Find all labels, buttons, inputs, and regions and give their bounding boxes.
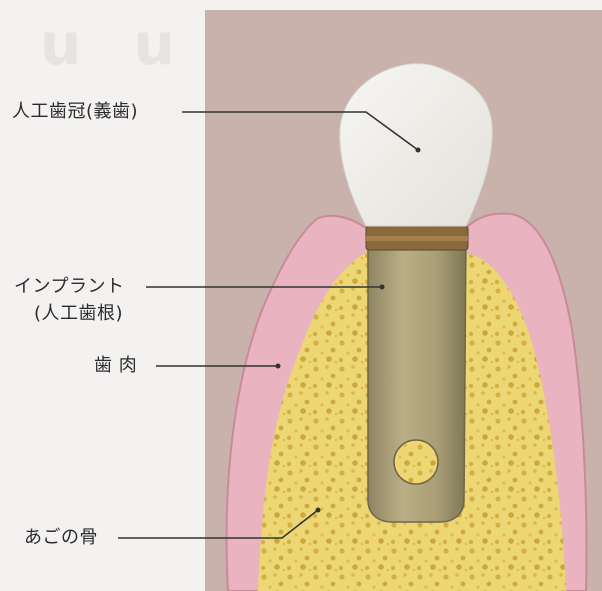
implant-collar-highlight xyxy=(366,236,468,241)
gum-pointer-dot xyxy=(276,364,281,369)
label-artificial-crown: 人工歯冠(義歯) xyxy=(12,101,138,123)
label-artificial-root: (人工歯根) xyxy=(34,303,123,325)
artificial-crown xyxy=(340,64,492,226)
label-gum: 歯 肉 xyxy=(94,355,137,377)
implant-hole-texture xyxy=(395,441,437,483)
label-jawbone: あごの骨 xyxy=(24,527,98,549)
crown-pointer-dot xyxy=(416,148,421,153)
jawbone-pointer-dot xyxy=(316,508,321,513)
label-implant: インプラント xyxy=(14,276,124,298)
implant-pointer-dot xyxy=(380,285,385,290)
